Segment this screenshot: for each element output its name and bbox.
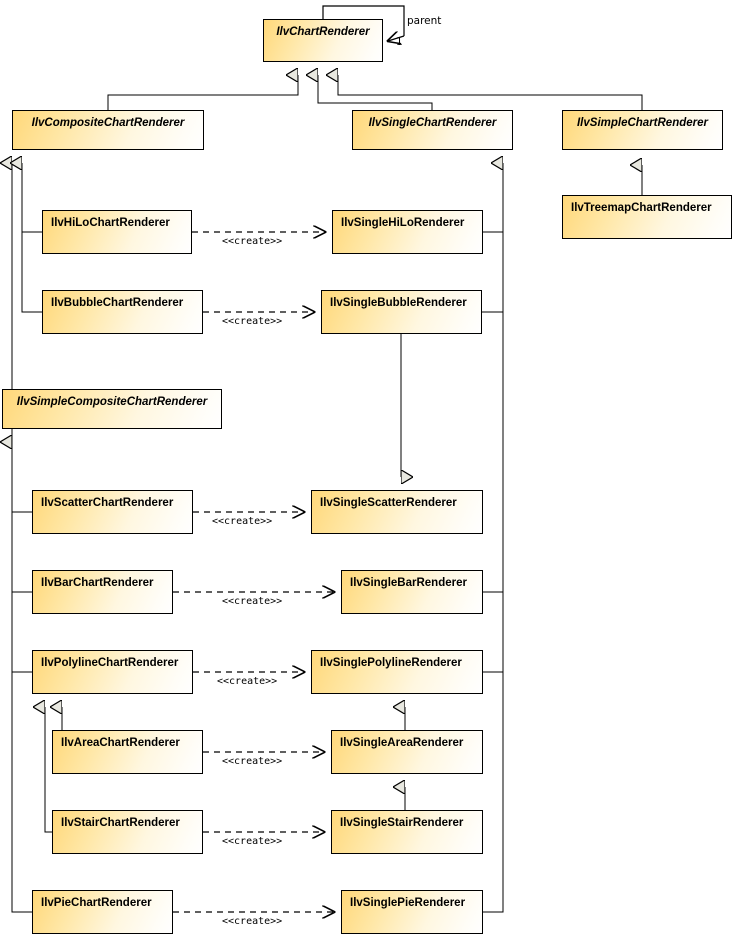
edge-simple-to-chart xyxy=(338,75,643,110)
edge-composite-to-chart xyxy=(107,75,299,110)
class-name-label: IlvSingleBarRenderer xyxy=(350,577,467,589)
class-box-bubble[interactable]: IlvBubbleChartRenderer xyxy=(42,290,203,334)
class-name-label: IlvSingleAreaRenderer xyxy=(340,737,464,749)
dependency-label-scatter-to-singlescatter: <<create>> xyxy=(212,516,273,527)
class-box-bar[interactable]: IlvBarChartRenderer xyxy=(32,570,173,614)
edge-composite-spine-short xyxy=(22,163,42,313)
class-name-label: IlvAreaChartRenderer xyxy=(61,737,180,749)
class-name-label: IlvStairChartRenderer xyxy=(61,817,180,829)
class-box-composite[interactable]: IlvCompositeChartRenderer xyxy=(12,110,204,150)
class-name-label: IlvSingleStairRenderer xyxy=(340,817,464,829)
class-box-chart[interactable]: IlvChartRenderer xyxy=(263,19,383,62)
class-box-singlebubble[interactable]: IlvSingleBubbleRenderer xyxy=(321,290,482,334)
class-name-label: IlvCompositeChartRenderer xyxy=(31,117,185,129)
class-box-area[interactable]: IlvAreaChartRenderer xyxy=(52,730,203,774)
class-name-label: IlvSingleHiLoRenderer xyxy=(341,217,465,229)
class-name-label: IlvBubbleChartRenderer xyxy=(51,297,184,309)
class-name-label: IlvPieChartRenderer xyxy=(41,897,152,909)
class-box-scatter[interactable]: IlvScatterChartRenderer xyxy=(32,490,193,534)
dependency-label-polyline-to-singlepolyline: <<create>> xyxy=(217,676,278,687)
class-box-singlebar[interactable]: IlvSingleBarRenderer xyxy=(341,570,483,614)
dependency-label-bar-to-singlebar: <<create>> xyxy=(222,596,283,607)
class-box-stair[interactable]: IlvStairChartRenderer xyxy=(52,810,203,854)
class-box-singlestair[interactable]: IlvSingleStairRenderer xyxy=(331,810,483,854)
edge-single-spine xyxy=(483,163,504,913)
dependency-label-area-to-singlearea: <<create>> xyxy=(222,756,283,767)
class-box-singlearea[interactable]: IlvSingleAreaRenderer xyxy=(331,730,483,774)
class-box-single[interactable]: IlvSingleChartRenderer xyxy=(352,110,513,150)
class-name-label: IlvSinglePolylineRenderer xyxy=(320,657,462,669)
dependency-label-hilo-to-singlehilo: <<create>> xyxy=(222,236,283,247)
class-box-singlepie[interactable]: IlvSinglePieRenderer xyxy=(341,890,483,934)
association-role-parent: parent xyxy=(407,15,442,27)
class-box-singlescatter[interactable]: IlvSingleScatterRenderer xyxy=(311,490,483,534)
class-box-singlehilo[interactable]: IlvSingleHiLoRenderer xyxy=(332,210,483,254)
class-box-pie[interactable]: IlvPieChartRenderer xyxy=(32,890,173,934)
association-multiplicity-one: 1 xyxy=(396,36,403,48)
class-box-hilo[interactable]: IlvHiLoChartRenderer xyxy=(42,210,192,254)
class-name-label: IlvSingleScatterRenderer xyxy=(320,497,457,509)
dependency-label-stair-to-singlestair: <<create>> xyxy=(222,836,283,847)
class-name-label: IlvTreemapChartRenderer xyxy=(571,202,712,214)
class-box-treemap[interactable]: IlvTreemapChartRenderer xyxy=(562,195,732,239)
edge-simplecomposite-spine xyxy=(12,442,32,913)
class-name-label: IlvSingleChartRenderer xyxy=(368,117,497,129)
class-name-label: IlvHiLoChartRenderer xyxy=(51,217,170,229)
dependency-label-pie-to-singlepie: <<create>> xyxy=(222,916,283,927)
class-name-label: IlvPolylineChartRenderer xyxy=(41,657,179,669)
edge-single-to-chart xyxy=(318,75,433,110)
class-name-label: IlvBarChartRenderer xyxy=(41,577,154,589)
dependency-label-bubble-to-singlebubble: <<create>> xyxy=(222,316,283,327)
class-name-label: IlvChartRenderer xyxy=(276,26,370,38)
class-box-simplecomposite[interactable]: IlvSimpleCompositeChartRenderer xyxy=(2,389,222,429)
class-name-label: IlvScatterChartRenderer xyxy=(41,497,174,509)
edge-stair-to-polyline xyxy=(45,707,52,833)
class-box-simple[interactable]: IlvSimpleChartRenderer xyxy=(562,110,723,150)
class-name-label: IlvSinglePieRenderer xyxy=(350,897,466,909)
class-name-label: IlvSingleBubbleRenderer xyxy=(330,297,467,309)
class-name-label: IlvSimpleChartRenderer xyxy=(576,117,708,129)
class-box-singlepolyline[interactable]: IlvSinglePolylineRenderer xyxy=(311,650,483,694)
class-box-polyline[interactable]: IlvPolylineChartRenderer xyxy=(32,650,193,694)
class-name-label: IlvSimpleCompositeChartRenderer xyxy=(16,396,208,408)
